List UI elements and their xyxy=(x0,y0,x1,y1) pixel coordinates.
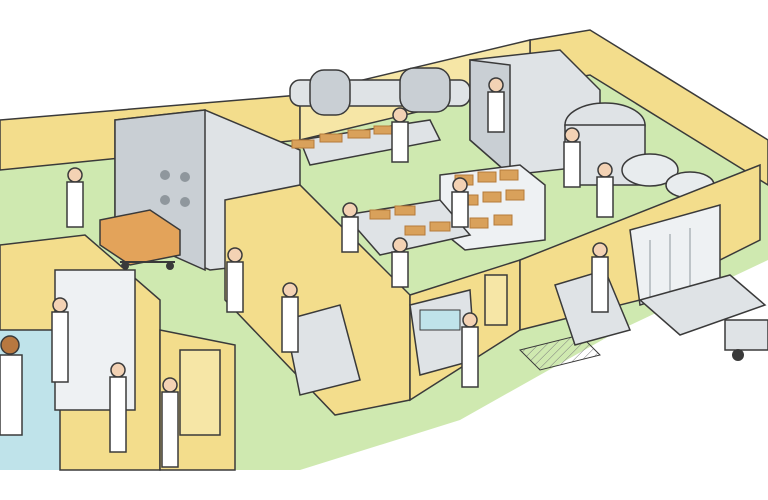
bread-table-center xyxy=(343,199,472,256)
floor-mat xyxy=(638,274,767,336)
sink-station xyxy=(409,289,476,376)
trolley-icon xyxy=(99,209,181,270)
person-icon xyxy=(0,77,614,468)
cart-right xyxy=(724,319,768,361)
shutter-unit xyxy=(629,204,721,306)
door-icon xyxy=(484,274,508,326)
door-icon-front xyxy=(179,349,221,436)
bread-icon xyxy=(291,139,315,149)
